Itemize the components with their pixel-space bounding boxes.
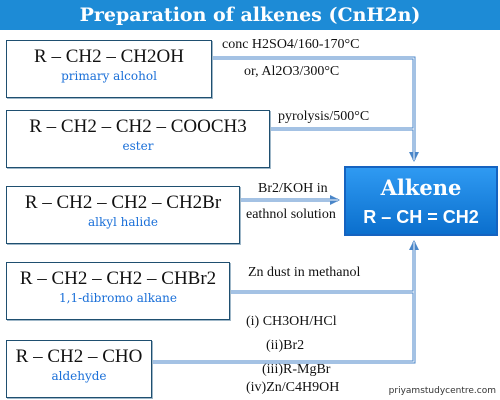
condition-aldehyde-line3: (iii)R-MgBr <box>262 362 331 377</box>
reactant-box-alkyl-halide: R – CH2 – CH2 – CH2Br alkyl halide <box>6 186 240 244</box>
reactant-box-aldehyde: R – CH2 – CHO aldehyde <box>6 340 152 398</box>
condition-ester: pyrolysis/500°C <box>278 109 370 124</box>
reactant-caption: aldehyde <box>51 369 107 383</box>
condition-alcohol-line1: conc H2SO4/160-170°C <box>222 37 360 52</box>
condition-aldehyde-line2: (ii)Br2 <box>266 338 305 353</box>
product-box-alkene: Alkene R – CH = CH2 <box>344 166 498 236</box>
condition-dibromo: Zn dust in methanol <box>248 265 361 280</box>
condition-aldehyde-line4: (iv)Zn/C4H9OH <box>246 380 340 395</box>
condition-halide-line1: Br2/KOH in <box>258 181 328 196</box>
page-title: Preparation of alkenes (CnH2n) <box>0 0 500 30</box>
reactant-formula: R – CH2 – CH2 – CH2Br <box>24 192 222 213</box>
watermark: priyamstudycentre.com <box>388 386 496 396</box>
reactant-caption: ester <box>122 139 154 153</box>
reactant-box-primary-alcohol: R – CH2 – CH2OH primary alcohol <box>6 40 212 98</box>
product-name: Alkene <box>380 175 462 200</box>
reactant-formula: R – CH2 – CH2 – CHBr2 <box>19 268 217 289</box>
reactant-box-dibromo-alkane: R – CH2 – CH2 – CHBr2 1,1-dibromo alkane <box>6 262 230 320</box>
condition-aldehyde-line1: (i) CH3OH/HCl <box>246 314 337 329</box>
product-formula: R – CH = CH2 <box>363 207 479 227</box>
condition-alcohol-line2: or, Al2O3/300°C <box>244 64 340 79</box>
reactant-caption: 1,1-dibromo alkane <box>59 291 177 305</box>
reactant-caption: alkyl halide <box>87 215 159 229</box>
condition-halide-line2: eathnol solution <box>246 207 336 222</box>
reactant-box-ester: R – CH2 – CH2 – COOCH3 ester <box>6 110 270 168</box>
reactant-formula: R – CH2 – CH2OH <box>34 46 184 67</box>
reactant-formula: R – CH2 – CHO <box>15 346 143 367</box>
reactant-formula: R – CH2 – CH2 – COOCH3 <box>29 116 247 137</box>
reactant-caption: primary alcohol <box>61 69 157 83</box>
